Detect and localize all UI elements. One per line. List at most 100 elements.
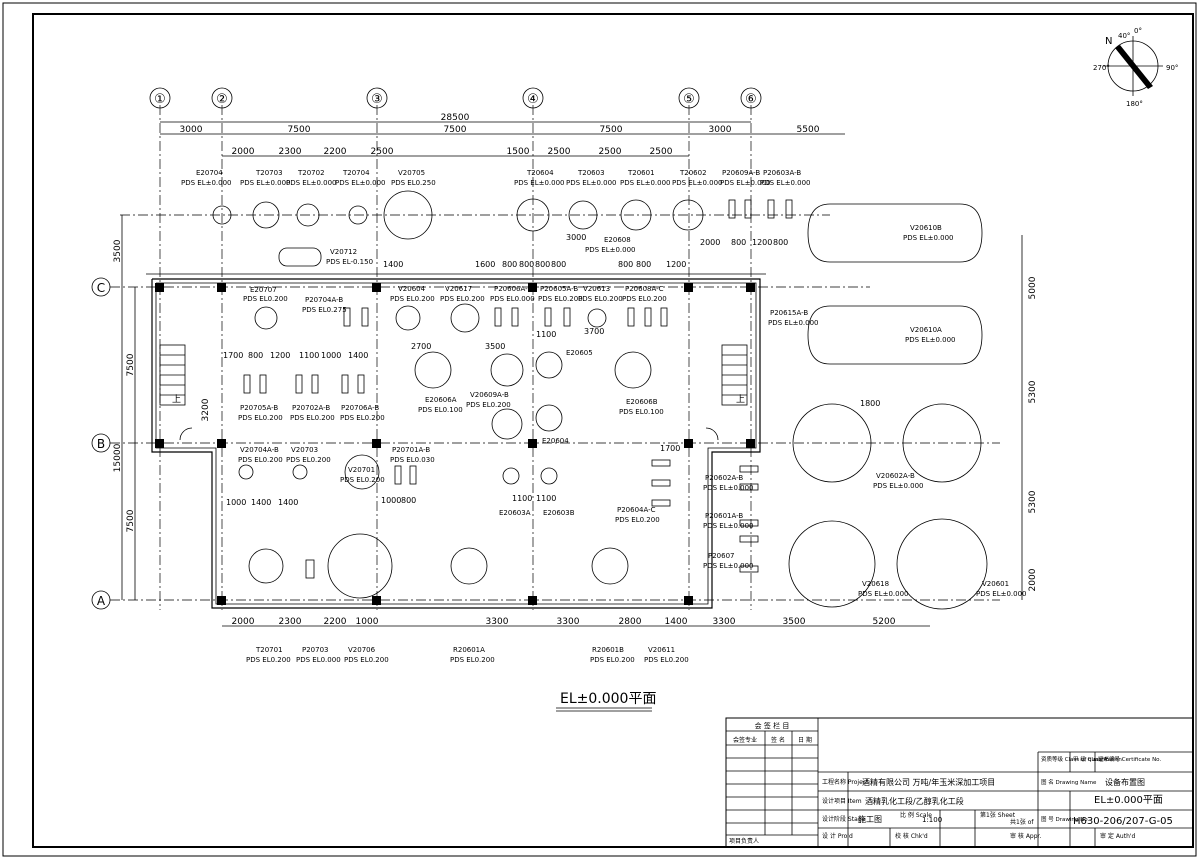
approved-label: 审 核 Appr.	[1010, 832, 1041, 840]
tag-v20610a: V20610A	[910, 326, 942, 334]
tag-p20604: P20604A-C	[617, 506, 656, 514]
of-label: 共1张 of	[1010, 818, 1034, 826]
el-p20702: PDS EL0.200	[290, 414, 335, 422]
plan-title-text: EL±0.000平面	[560, 691, 656, 707]
dim-top2-8: 2500	[650, 147, 673, 157]
grid-col-3: ③	[371, 92, 383, 107]
dim-misc-9: 800	[519, 260, 534, 269]
scale-value: 1:100	[922, 816, 942, 824]
dim-misc-29: 1000	[381, 496, 401, 505]
internal-equipment-shapes	[238, 303, 759, 599]
el-e20606b: PDS EL0.100	[619, 408, 664, 416]
sign-col-1: 会签专业	[733, 736, 757, 744]
tag-v20618: V20618	[862, 580, 889, 588]
dim-misc-16: 2700	[411, 342, 431, 351]
stage-label: 设计阶段 Stage	[822, 815, 866, 823]
top-dimensions: 28500 3000 7500 7500 7500 3000 5500 2000…	[160, 113, 845, 157]
dim-misc-7: 1600	[475, 260, 495, 269]
el-p20603: PDS EL±0.000	[760, 179, 811, 187]
el-t20704: PDS EL±0.000	[335, 179, 386, 187]
dim-misc-27: 1400	[251, 498, 271, 507]
tag-v20617: V20617	[445, 285, 472, 293]
left-dimensions: 3500 7500 3200 15000 7500	[113, 215, 211, 600]
dim-misc-21: 1200	[270, 351, 290, 360]
el-e20608: PDS EL±0.000	[585, 246, 636, 254]
manager-label: 项目负责人	[729, 837, 759, 845]
top-equipment-labels: E20704 PDS EL±0.000 T20703 PDS EL±0.000 …	[181, 169, 956, 344]
dim-top2-7: 2500	[599, 147, 622, 157]
el-t20702: PDS EL±0.000	[286, 179, 337, 187]
dim-misc-22: 1100	[299, 351, 319, 360]
dim-left-1: 3500	[113, 239, 123, 262]
tag-p20615: P20615A-B	[770, 309, 808, 317]
grid-col-4: ④	[527, 92, 539, 107]
el-t20601: PDS EL±0.000	[620, 179, 671, 187]
el-v20701: PDS EL0.200	[340, 476, 385, 484]
tag-v20609: V20609A-B	[470, 391, 509, 399]
tag-t20701: T20701	[255, 646, 283, 654]
tag-p20602: P20602A-B	[705, 474, 743, 482]
item-value: 酒精乳化工段/乙醇乳化工段	[865, 796, 964, 806]
tag-v20613: V20613	[583, 285, 610, 293]
el-p20604: PDS EL0.200	[615, 516, 660, 524]
grid-col-5: ⑤	[683, 92, 695, 107]
class-label: 资质等级 Class of qualification	[1041, 755, 1122, 763]
el-p20606: PDS EL0.000	[490, 295, 535, 303]
tag-e20603b: E20603B	[543, 509, 575, 517]
tag-v20705: V20705	[398, 169, 425, 177]
dim-misc-25: 1800	[860, 399, 880, 408]
dim-misc-20: 800	[248, 351, 263, 360]
dim-misc-10: 800	[535, 260, 550, 269]
tag-t20603: T20603	[577, 169, 605, 177]
el-p20701: PDS EL0.030	[390, 456, 435, 464]
el-p20607: PDS EL±0.000	[703, 562, 754, 570]
tag-e20605: E20605	[566, 349, 593, 357]
el-p20602: PDS EL±0.000	[703, 484, 754, 492]
dim-top-2: 7500	[288, 125, 311, 135]
stairs: 上 上	[159, 344, 748, 441]
tag-t20602: T20602	[679, 169, 707, 177]
right-dimensions: 5000 5300 5300 2000	[1021, 235, 1038, 600]
tag-e20606a: E20606A	[425, 396, 457, 404]
tag-p20605: P20605A-B	[540, 285, 578, 293]
tag-p20701: P20701A-B	[392, 446, 430, 454]
tag-e20603a: E20603A	[499, 509, 531, 517]
tag-p20608: P20608A-C	[625, 285, 664, 293]
misc-dimensions: 3000 2000 800 1200 800 1400 1600 800 800…	[223, 233, 880, 507]
dim-bottom-8: 1400	[665, 617, 688, 627]
checked-label: 校 核 Chk'd	[895, 832, 928, 840]
tag-t20604: T20604	[526, 169, 554, 177]
tag-p20705: P20705A-B	[240, 404, 278, 412]
el-e20606a: PDS EL0.100	[418, 406, 463, 414]
dim-misc-2: 2000	[700, 238, 720, 247]
el-v20609: PDS EL0.200	[466, 401, 511, 409]
tag-v20604: V20604	[398, 285, 426, 293]
dim-misc-12: 800	[618, 260, 633, 269]
dim-misc-5: 800	[773, 238, 788, 247]
dim-bottom-9: 3300	[713, 617, 736, 627]
dim-top2-1: 2000	[232, 147, 255, 157]
tag-v20706: V20706	[348, 646, 376, 654]
tag-p20601: P20601A-B	[705, 512, 743, 520]
tag-p20609: P20609A-B	[722, 169, 760, 177]
bottom-equipment-labels: T20701 PDS EL0.200 P20703 PDS EL0.000 V2…	[246, 646, 689, 664]
el-v20712: PDS EL-0.150	[326, 258, 373, 266]
building-walls	[146, 273, 766, 609]
north-angle: 40°	[1118, 32, 1130, 40]
plan-title: EL±0.000平面	[556, 691, 656, 712]
authorized-label: 审 定 Auth'd	[1100, 832, 1136, 840]
dim-top2-3: 2200	[324, 147, 347, 157]
north-label: N	[1105, 36, 1112, 47]
grid-row-c: C	[97, 281, 105, 295]
stair-label-right: 上	[736, 394, 745, 405]
tag-p20607: P20607	[708, 552, 735, 560]
tag-p20704: P20704A-B	[305, 296, 343, 304]
tag-r20601b: R20601B	[592, 646, 624, 654]
tag-e20606b: E20606B	[626, 398, 658, 406]
el-v20602: PDS EL±0.000	[873, 482, 924, 490]
tag-e20704: E20704	[196, 169, 223, 177]
tag-t20601: T20601	[627, 169, 655, 177]
el-p20705: PDS EL0.200	[238, 414, 283, 422]
item-label: 设计项目 Item	[822, 797, 862, 805]
dim-bottom-1: 2000	[232, 617, 255, 627]
